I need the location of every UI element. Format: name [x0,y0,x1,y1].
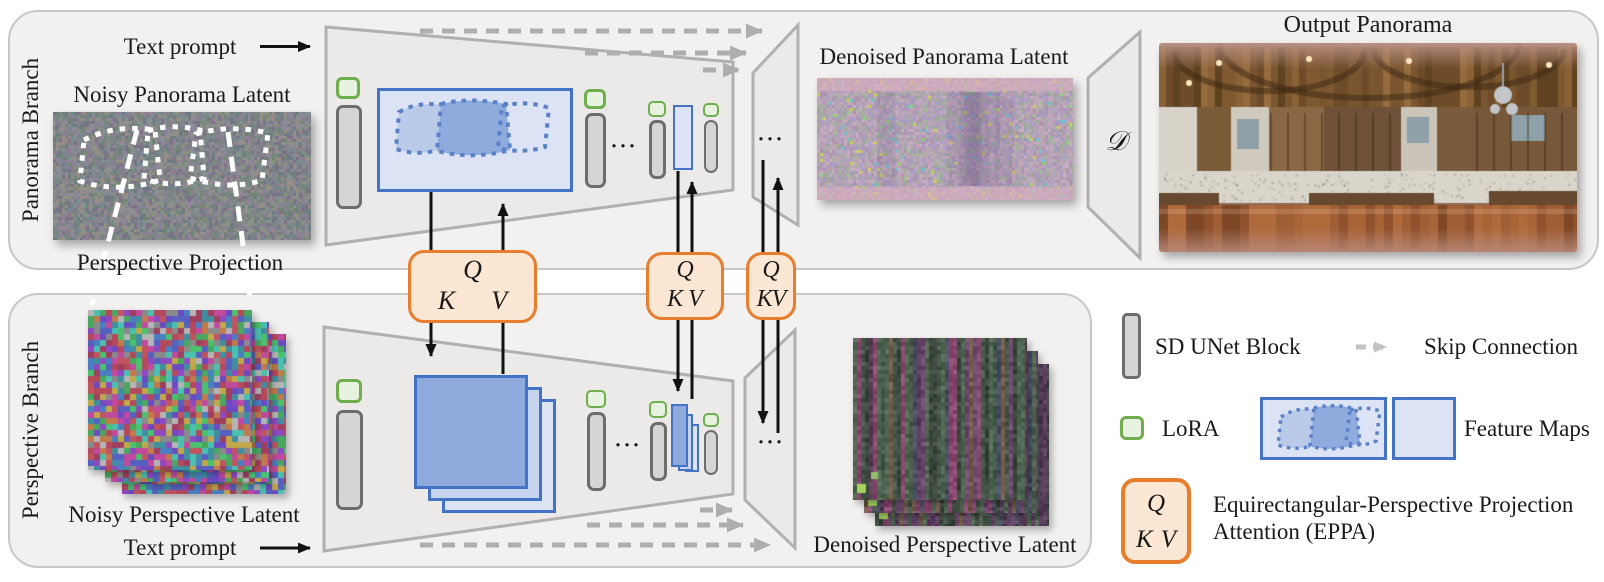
noisy-panorama-latent-label: Noisy Panorama Latent [52,82,312,108]
legend-lora-sample [1120,416,1144,440]
lora-badge [703,103,719,117]
noisy-perspective-latent-label: Noisy Perspective Latent [52,502,316,528]
eppa-q-label: Q [411,255,534,285]
legend-eppa-description-line2: Attention (EPPA) [1213,519,1375,545]
ellipsis-panorama-encoder: ··· [602,134,646,159]
lora-badge [703,413,719,427]
eppa-module-3: Q KV [746,252,796,320]
sd-unet-block [704,430,718,475]
panorama-feature-map [377,88,573,192]
legend-lora-label: LoRA [1162,416,1220,442]
legend-eppa-sample: Q K V [1121,478,1191,564]
sd-unet-block [649,120,666,179]
ellipsis-perspective-encoder: ··· [606,433,650,458]
legend-feature-maps-label: Feature Maps [1464,416,1590,442]
lora-badge [584,89,606,109]
legend-feature-map-wide-sample [1260,397,1387,460]
sd-unet-block [336,410,363,510]
perspective-branch-label: Perspective Branch [18,341,44,519]
eppa-k-label: K [438,286,455,316]
lora-badge [586,390,606,408]
text-prompt-label-top: Text prompt [105,34,255,60]
ellipsis-perspective-decoder: ··· [749,430,793,455]
lora-badge [336,379,362,403]
panorama-branch-label: Panorama Branch [18,58,44,222]
sd-unet-block [336,105,362,209]
legend-sd-unet-block-sample [1122,313,1141,379]
legend-eppa-description-line1: Equirectangular-Perspective Projection [1213,492,1573,518]
eppa-q-label: Q [1125,490,1187,518]
vae-decoder-symbol: 𝒟 [1096,126,1136,158]
eppa-v-label: V [491,286,507,316]
eppa-k-label: K [1136,526,1153,554]
eppa-v-label: V [1161,526,1176,554]
legend-feature-map-square-sample [1392,397,1456,460]
eppa-q-label: Q [749,257,793,284]
eppa-q-label: Q [649,257,721,284]
noisy-perspective-latent-front [88,310,252,470]
sd-unet-block [650,422,667,481]
eppa-kv-label: KV [757,286,786,313]
lora-badge [648,101,666,117]
denoised-panorama-latent-label: Denoised Panorama Latent [812,44,1076,70]
noisy-panorama-latent-image [53,112,311,240]
eppa-module-2: Q K V [646,252,724,320]
denoised-panorama-latent-image [817,78,1073,200]
lora-badge [336,77,360,99]
perspective-feature-map-front [414,375,528,489]
panorama-feature-map-small [673,105,693,170]
ellipsis-panorama-decoder: ··· [749,127,793,152]
eppa-k-label: K [667,286,683,313]
sd-unet-block [704,120,718,173]
eppa-v-label: V [688,286,703,313]
denoised-perspective-latent-label: Denoised Perspective Latent [810,532,1080,558]
output-panorama-label: Output Panorama [1160,12,1576,40]
perspective-feature-map-small-front [671,404,688,467]
eppa-module-1: Q K V [408,250,537,323]
denoised-perspective-latent-front [853,338,1027,500]
legend-skip-connection-label: Skip Connection [1424,334,1578,360]
sd-unet-block [587,412,606,491]
text-prompt-label-bottom: Text prompt [105,535,255,561]
legend-sd-unet-block-label: SD UNet Block [1155,334,1301,360]
perspective-projection-label: Perspective Projection [50,250,310,276]
output-panorama-image [1159,43,1577,252]
lora-badge [649,401,667,418]
